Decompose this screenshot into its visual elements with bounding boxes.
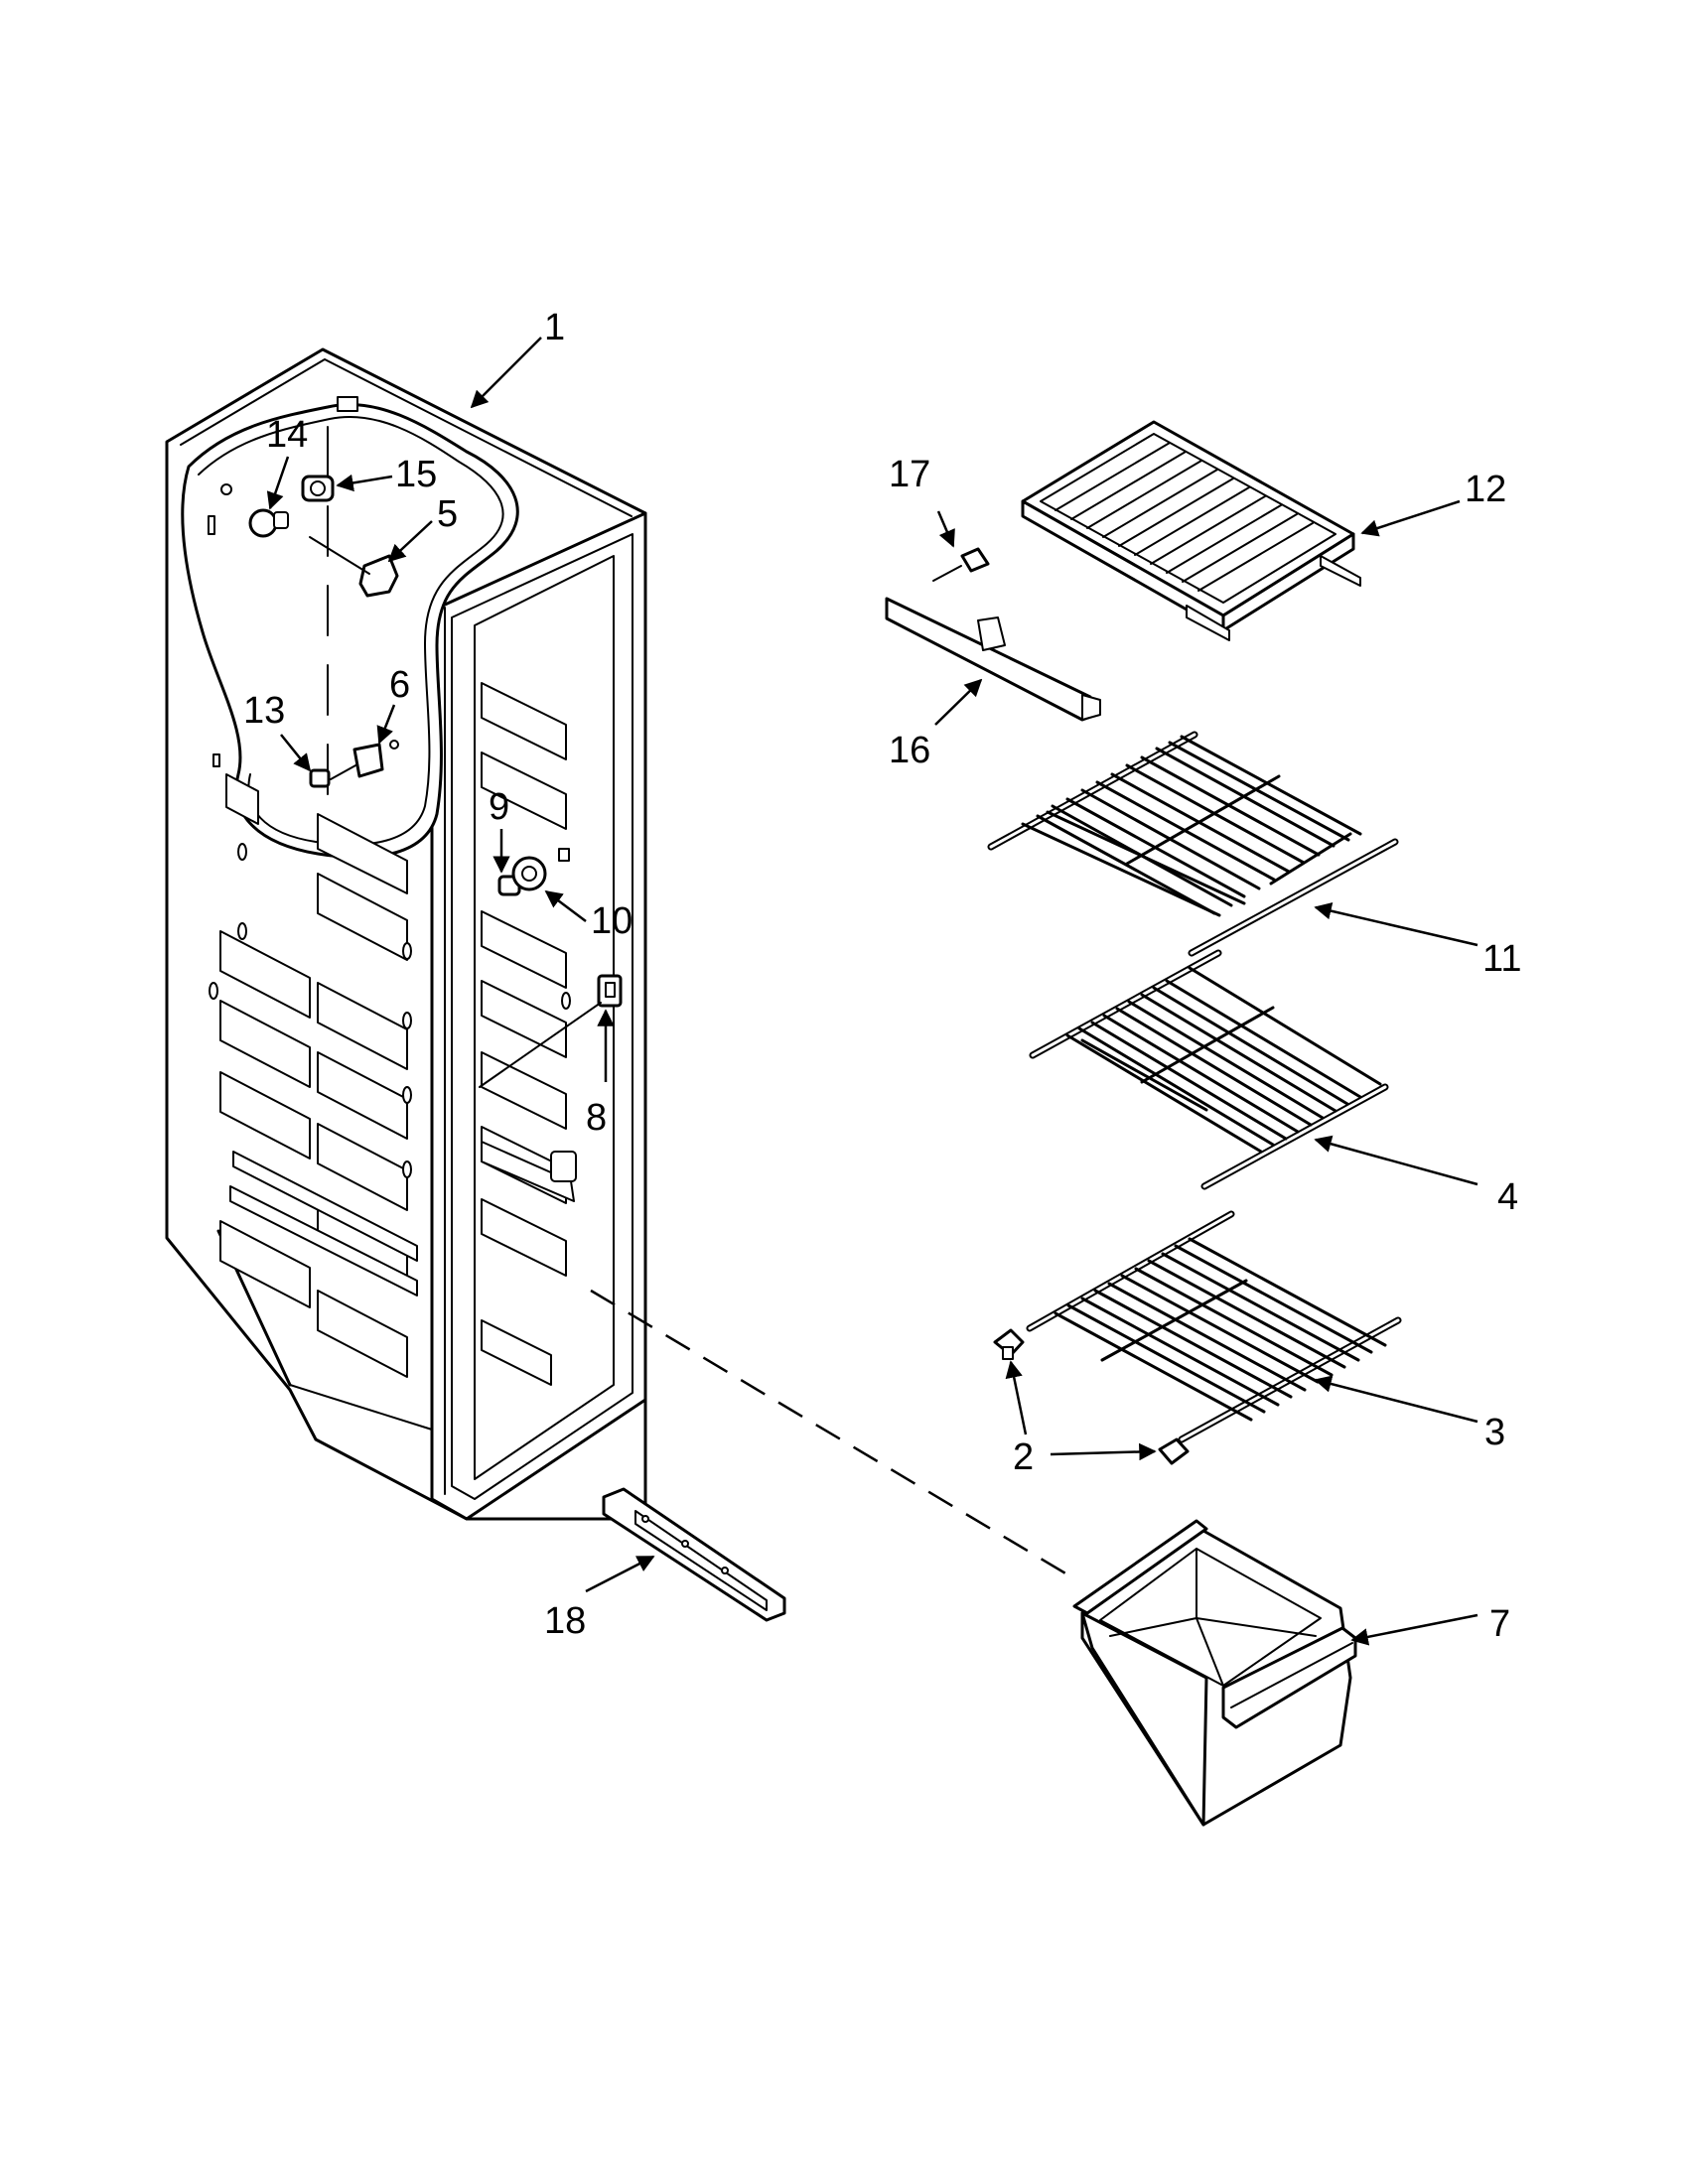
part-17-screw <box>932 547 990 582</box>
part-11-wire-shelf <box>987 731 1399 957</box>
callout-labels: 1 14 15 5 6 13 9 10 8 17 12 16 11 4 3 2 … <box>243 307 1521 1645</box>
freezer-liner <box>165 347 647 1521</box>
callout-1: 1 <box>544 307 565 348</box>
part-8-switch <box>479 974 623 1088</box>
callout-16: 16 <box>889 730 930 771</box>
part-14-light-bulb <box>248 508 289 538</box>
callout-14: 14 <box>266 414 308 456</box>
callout-11: 11 <box>1482 938 1521 980</box>
part-2-end-cap-left <box>993 1328 1025 1360</box>
part-16-shelf-support <box>885 597 1101 722</box>
part-12-shelf-tray <box>1021 420 1361 641</box>
callout-4: 4 <box>1497 1176 1518 1218</box>
part-10-knob <box>511 848 570 891</box>
callout-6: 6 <box>389 664 410 706</box>
callout-9: 9 <box>489 786 509 828</box>
part-13-screw <box>309 768 331 788</box>
part-18-trim <box>602 1487 786 1622</box>
callout-15: 15 <box>395 454 437 495</box>
leader-lines <box>266 337 1478 1646</box>
part-2-end-cap-right <box>1158 1437 1190 1465</box>
callout-8: 8 <box>586 1097 607 1139</box>
callout-18: 18 <box>544 1600 586 1642</box>
callout-2: 2 <box>1013 1436 1034 1478</box>
callout-12: 12 <box>1465 469 1506 510</box>
callout-7: 7 <box>1489 1603 1510 1645</box>
callout-10: 10 <box>591 900 633 942</box>
callout-3: 3 <box>1484 1412 1505 1453</box>
callout-5: 5 <box>437 493 458 535</box>
dashed-guide-line <box>590 1289 1078 1582</box>
part-7-freezer-bin <box>1072 1519 1357 1827</box>
part-6-clip <box>330 740 399 780</box>
part-15-light-socket <box>301 475 335 502</box>
callout-17: 17 <box>889 454 930 495</box>
callout-13: 13 <box>243 690 285 732</box>
part-3-wire-shelf <box>1026 1210 1402 1443</box>
part-4-wire-shelf <box>1029 949 1389 1190</box>
mounting-holes <box>209 843 571 1178</box>
vent-slots <box>219 682 567 1378</box>
